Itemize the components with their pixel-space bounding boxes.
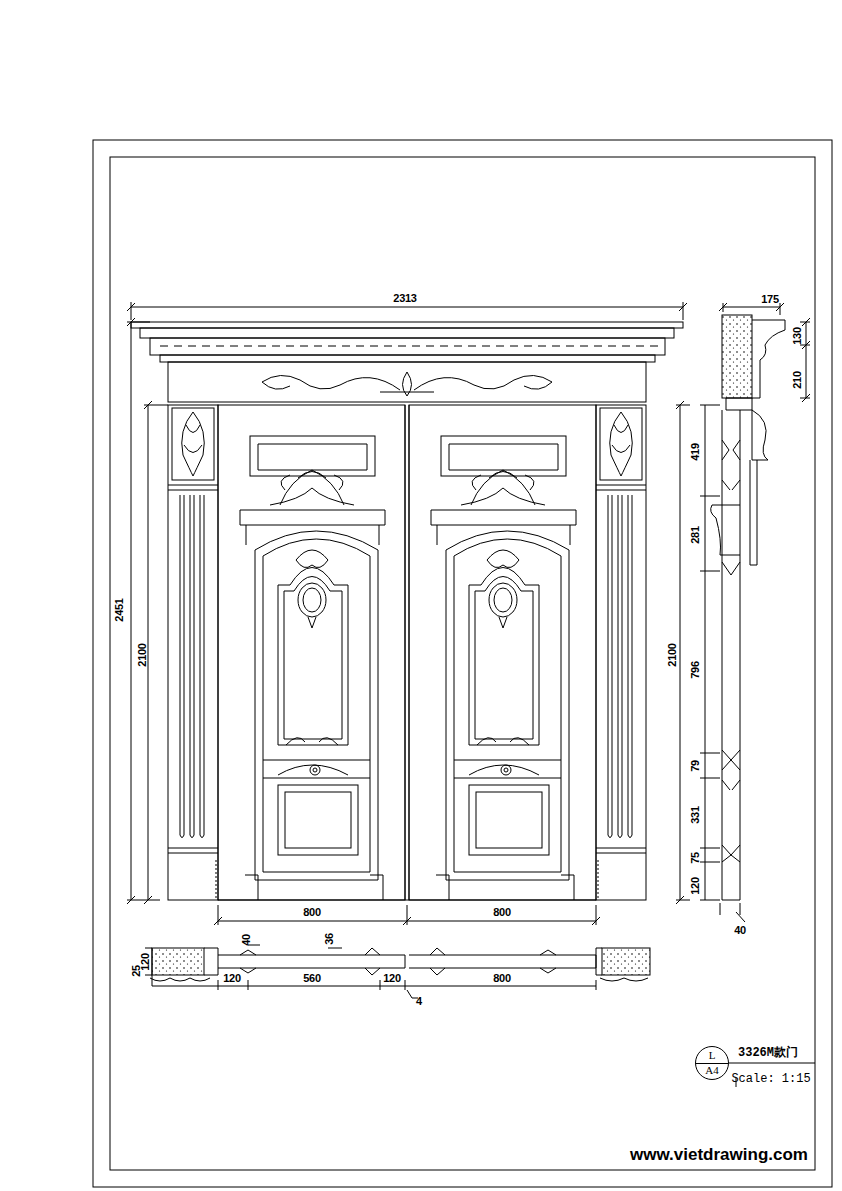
title-text: 3326M款门 (738, 1047, 798, 1059)
dimension-text: 796 (690, 661, 701, 678)
side-section-part (722, 315, 752, 398)
side-section-part (711, 505, 740, 575)
side-section-part (722, 845, 740, 862)
dimension-text: 210 (792, 371, 803, 388)
dimension-text: 175 (761, 294, 778, 305)
door-elevation-drawing-part (168, 405, 218, 900)
dimension-text: 2100 (137, 643, 148, 666)
side-section-part (750, 410, 768, 565)
dimension-text: 75 (690, 852, 701, 864)
cornice-part (168, 362, 646, 402)
reference-text: A4 (696, 1065, 728, 1076)
plan-section-part (218, 955, 596, 968)
dimension-text: 120 (223, 973, 240, 984)
sheet-border (93, 140, 832, 1187)
door-elevation-drawing-part (409, 405, 596, 900)
side-section-part (722, 750, 740, 790)
dimension-text: 800 (493, 973, 510, 984)
reference-circle: L A4 (695, 1046, 729, 1080)
plan-section (145, 945, 650, 998)
dimension-text: 560 (303, 973, 320, 984)
dimension-lines-part (144, 401, 168, 904)
side-section-part (722, 440, 740, 490)
dimension-text: 120 (140, 953, 151, 970)
dimension-text: 331 (690, 806, 701, 823)
cornice-part (262, 372, 552, 396)
dimension-text: 40 (734, 925, 746, 936)
dimension-text: 120 (383, 973, 400, 984)
title-text: Scale: 1:15 (731, 1073, 810, 1085)
dimension-lines-part (127, 318, 160, 904)
dimension-text: 79 (690, 760, 701, 772)
cornice-part (160, 346, 658, 347)
dimension-lines-part (700, 405, 720, 900)
plan-section-part (204, 948, 602, 975)
dimension-text: 120 (690, 877, 701, 894)
cornice (131, 322, 683, 402)
side-section-part (726, 398, 752, 410)
side-section-part (722, 410, 740, 900)
cornice-part (140, 328, 674, 338)
dimension-text: 800 (493, 907, 510, 918)
plan-section-part (248, 945, 342, 948)
dimension-text: 130 (792, 327, 803, 344)
side-section-part (752, 320, 785, 398)
door-opening (218, 405, 596, 900)
dimension-lines-part (214, 905, 600, 925)
dimension-text: 40 (241, 934, 252, 946)
dimension-text: 2451 (114, 598, 125, 621)
dimension-text: 4 (416, 996, 422, 1007)
dimension-text: 281 (690, 526, 701, 543)
door-elevation-drawing-part (218, 405, 405, 900)
title-block (729, 1063, 815, 1087)
dimension-text: 2313 (393, 293, 416, 304)
dimension-text: 2100 (667, 643, 678, 666)
plan-section-part (152, 948, 204, 975)
cornice-part (131, 322, 683, 328)
divider-line (696, 1063, 728, 1064)
dimension-lines-part (719, 303, 784, 315)
dimension-lines (127, 302, 810, 925)
side-section (711, 315, 785, 900)
plan-section-part (602, 948, 650, 975)
door-elevation-drawing-part (596, 405, 646, 900)
plan-section-part (152, 980, 596, 990)
cornice-part (160, 355, 655, 362)
reference-text: L (696, 1050, 728, 1061)
watermark: www.vietdrawing.com (630, 1146, 808, 1163)
dimension-lines-part (720, 903, 745, 922)
dimension-lines-part (676, 401, 690, 904)
dimension-text: 419 (690, 443, 701, 460)
dimension-text: 36 (324, 933, 335, 945)
cornice-part (150, 338, 665, 355)
dimension-lines-part (127, 302, 687, 320)
dimension-text: 800 (303, 907, 320, 918)
door-elevation-drawing-part (216, 860, 598, 900)
title-block-part (729, 1063, 815, 1087)
plan-section-part (240, 948, 556, 975)
sheet-border-inner (110, 157, 815, 1170)
